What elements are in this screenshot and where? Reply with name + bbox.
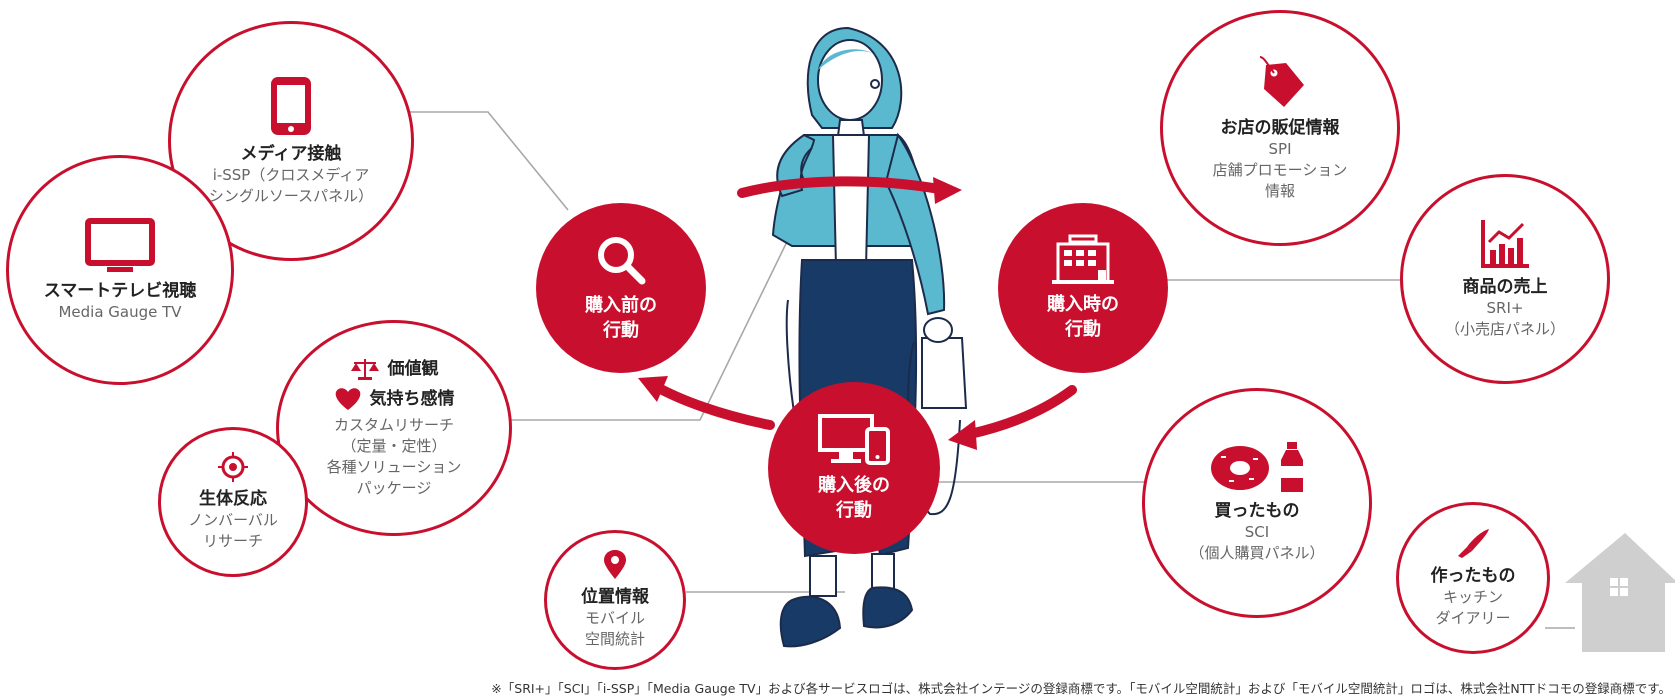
node-values-title-row-2: 気持ち感情	[334, 387, 455, 411]
footnote: ※「SRI+」「SCI」「i-SSP」「Media Gauge TV」および各サ…	[491, 681, 1671, 696]
node-values-title-row-1: 価値観	[350, 357, 439, 381]
donut-icon	[1211, 446, 1269, 490]
node-values-title2: 気持ち感情	[369, 389, 455, 409]
node-bought-line1: SCI	[1244, 523, 1270, 541]
smartphone-icon	[271, 77, 311, 135]
devices-icon	[818, 414, 890, 465]
node-bought-title: 買ったもの	[1214, 501, 1300, 521]
node-sales-line1: SRI+	[1486, 299, 1524, 317]
node-bought-line2: （個人購買パネル）	[1189, 544, 1325, 562]
node-made-line1: キッチン	[1442, 588, 1503, 606]
node-bought: 買ったもの SCI （個人購買パネル）	[1142, 388, 1372, 618]
node-location-title: 位置情報	[581, 587, 649, 607]
arrow-pre-to-during	[737, 176, 950, 198]
node-sales-title: 商品の売上	[1462, 277, 1548, 297]
node-media-line1: i-SSP（クロスメディア	[212, 166, 370, 184]
building-icon	[1052, 234, 1114, 284]
hub-pre-label1: 購入前の	[585, 295, 657, 316]
node-sales-line2: （小売店パネル）	[1444, 320, 1565, 338]
connector-values	[508, 214, 801, 421]
node-bio-line1: ノンバーバル	[188, 511, 278, 529]
node-location-line2: 空間統計	[584, 630, 645, 648]
node-values-title1: 価値観	[387, 359, 439, 379]
node-tv-title: スマートテレビ視聴	[43, 280, 197, 301]
node-values-line3: 各種ソリューション	[326, 458, 462, 476]
node-bio-line2: リサーチ	[202, 532, 263, 550]
hub-post-label1: 購入後の	[818, 475, 890, 496]
node-location: 位置情報 モバイル 空間統計	[544, 530, 686, 670]
bottle-icon	[1281, 442, 1303, 492]
node-store-title: お店の販促情報	[1220, 117, 1340, 138]
node-values-line2: （定量・定性）	[341, 437, 447, 455]
connector-lines	[410, 111, 1575, 629]
node-media-title: メディア接触	[240, 144, 342, 164]
node-bio-title: 生体反応	[199, 489, 267, 509]
node-bought-icons	[1209, 442, 1305, 494]
tv-icon	[85, 217, 155, 272]
node-location-line1: モバイル	[584, 609, 645, 627]
node-tv: スマートテレビ視聴 Media Gauge TV	[6, 155, 234, 385]
node-media-line2: シングルソースパネル）	[208, 187, 374, 205]
cycle-arrows	[650, 176, 1077, 439]
node-store-line1: SPI	[1268, 139, 1292, 158]
node-made: 作ったもの キッチン ダイアリー	[1396, 502, 1550, 654]
hub-during-label1: 購入時の	[1047, 294, 1119, 315]
hub-during-purchase: 購入時の 行動	[998, 203, 1168, 373]
scales-icon	[350, 359, 379, 380]
arrow-during-to-post	[965, 385, 1077, 439]
target-icon	[218, 452, 248, 482]
hub-during-label2: 行動	[1065, 319, 1101, 340]
search-icon	[598, 237, 646, 285]
node-values: 価値観 気持ち感情 カスタムリサーチ （定量・定性） 各種ソリューション パッケ…	[276, 320, 512, 536]
knife-icon	[1458, 529, 1489, 558]
node-values-line4: パッケージ	[356, 479, 432, 497]
price-tag-icon	[1259, 55, 1304, 107]
node-sales: 商品の売上 SRI+ （小売店パネル）	[1400, 174, 1610, 384]
hub-pre-label2: 行動	[603, 320, 639, 341]
woman-figure	[771, 26, 968, 648]
arrow-heads	[638, 177, 977, 450]
hub-pre-purchase: 購入前の 行動	[536, 203, 706, 373]
hub-post-label2: 行動	[836, 500, 872, 521]
bar-chart-icon	[1481, 220, 1529, 268]
connector-media	[410, 111, 569, 211]
node-bio: 生体反応 ノンバーバル リサーチ	[158, 427, 308, 577]
node-tv-line1: Media Gauge TV	[58, 302, 182, 321]
location-pin-icon	[604, 550, 626, 579]
house-icon	[1565, 533, 1675, 652]
heart-icon	[335, 388, 360, 410]
node-store-line3: 情報	[1264, 181, 1295, 200]
node-store: お店の販促情報 SPI 店舗プロモーション 情報	[1160, 10, 1400, 246]
node-store-line2: 店舗プロモーション	[1212, 160, 1348, 179]
node-values-line1: カスタムリサーチ	[333, 416, 454, 434]
arrow-post-to-pre	[650, 381, 775, 430]
node-made-line2: ダイアリー	[1435, 609, 1511, 627]
node-made-title: 作ったもの	[1430, 566, 1516, 586]
hub-post-purchase: 購入後の 行動	[768, 382, 940, 554]
